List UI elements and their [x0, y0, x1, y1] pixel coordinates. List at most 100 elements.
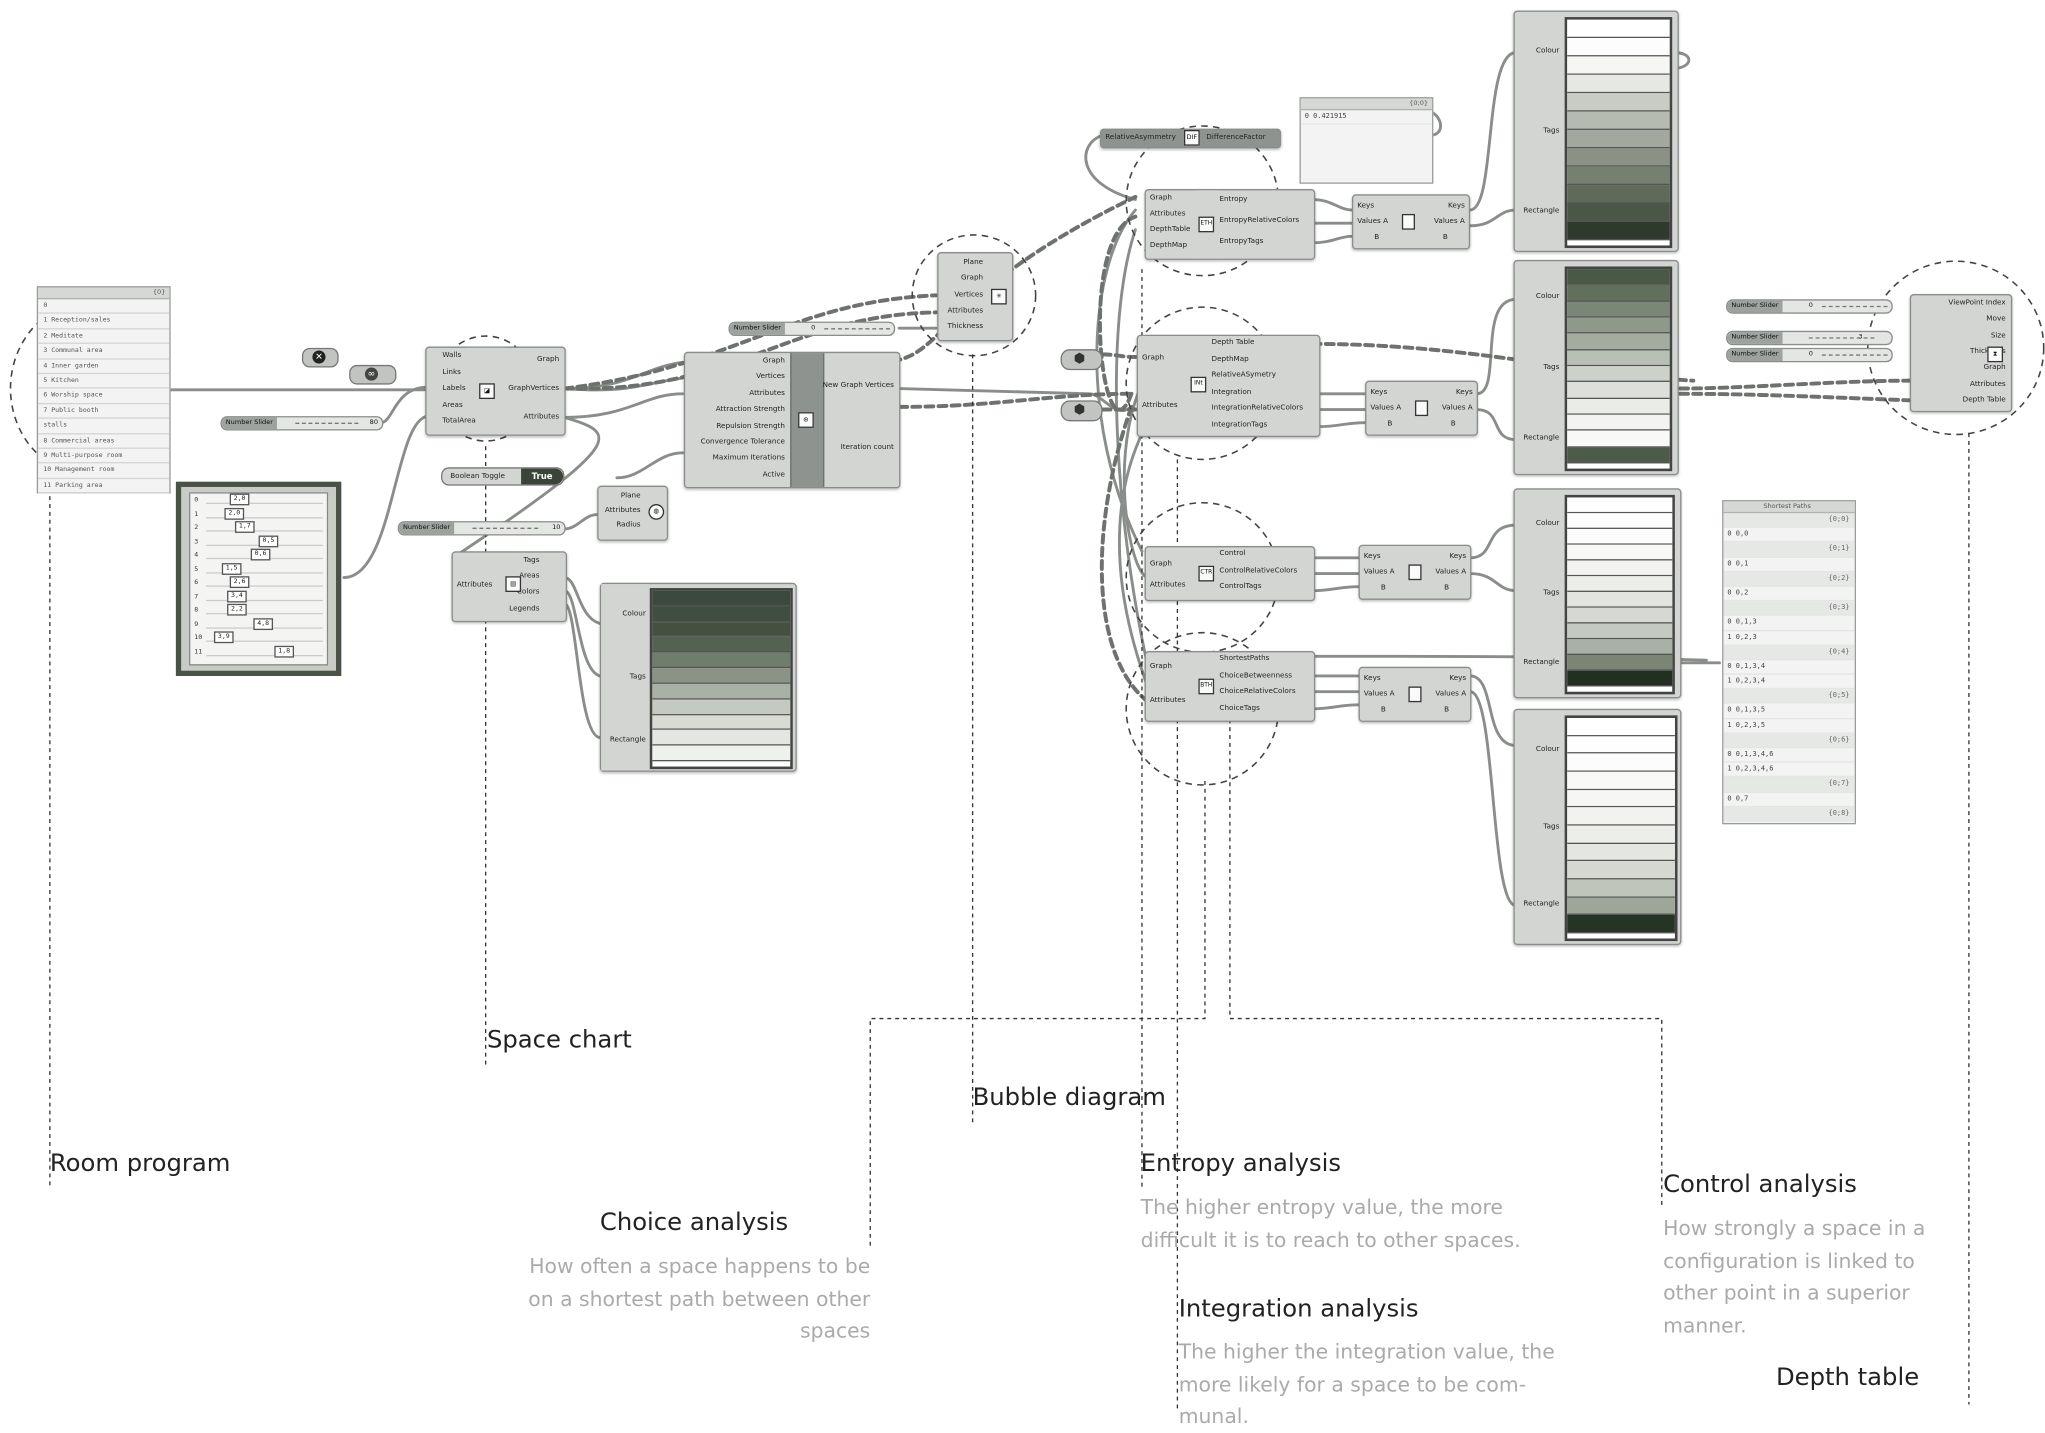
- output-port[interactable]: Attributes: [749, 390, 785, 399]
- swatch-input-port[interactable]: Rectangle: [1523, 435, 1559, 444]
- input-port[interactable]: Attributes: [457, 581, 493, 590]
- input-port[interactable]: Keys: [1357, 202, 1374, 211]
- difference-factor-component[interactable]: RelativeAsymmetry DIF DifferenceFactor: [1100, 129, 1281, 149]
- output-port[interactable]: Keys: [1449, 675, 1466, 684]
- input-port[interactable]: TotalArea: [442, 417, 475, 426]
- output-port[interactable]: Move: [1986, 315, 2005, 324]
- output-port[interactable]: Vertices: [954, 291, 983, 300]
- number-slider-3[interactable]: Number Slider 10: [398, 521, 566, 535]
- input-port[interactable]: Graph: [1142, 354, 1164, 363]
- output-port[interactable]: B: [1444, 584, 1449, 593]
- output-port[interactable]: Attributes: [524, 413, 560, 422]
- output-port[interactable]: Integration: [1212, 388, 1252, 397]
- input-port[interactable]: Attributes: [1150, 210, 1186, 219]
- cancel-param-button[interactable]: ✕: [302, 348, 339, 368]
- output-difference-factor[interactable]: DifferenceFactor: [1206, 134, 1265, 143]
- output-port[interactable]: Repulsion Strength: [716, 422, 785, 431]
- output-port[interactable]: Control: [1219, 550, 1245, 559]
- output-port[interactable]: Tags: [523, 557, 539, 566]
- output-port[interactable]: Attraction Strength: [716, 406, 785, 415]
- output-port[interactable]: Thickness: [947, 323, 983, 332]
- number-slider-6[interactable]: Number Slider 0: [1726, 348, 1893, 362]
- swatch-input-port[interactable]: Tags: [1543, 364, 1559, 373]
- output-port[interactable]: B: [1451, 420, 1456, 429]
- output-port[interactable]: Legends: [509, 605, 539, 614]
- output-port[interactable]: ControlRelativeColors: [1219, 566, 1297, 575]
- number-slider-2[interactable]: Number Slider 0: [728, 322, 895, 336]
- output-port[interactable]: ControlTags: [1219, 583, 1261, 592]
- output-port[interactable]: Vertices: [756, 373, 785, 382]
- output-port[interactable]: ChoiceTags: [1219, 704, 1259, 713]
- output-port[interactable]: IntegrationTags: [1212, 421, 1268, 430]
- output-port[interactable]: Keys: [1449, 553, 1466, 562]
- swatch-input-port[interactable]: Colour: [1536, 48, 1559, 57]
- shortest-paths-panel[interactable]: Shortest Paths {0;0}0 0,0{0;1}0 0,1{0;2}…: [1722, 500, 1856, 824]
- output-port[interactable]: Keys: [1456, 389, 1473, 398]
- number-slider-5[interactable]: Number Slider 3: [1726, 331, 1893, 345]
- input-port[interactable]: Labels: [442, 385, 465, 394]
- input-port[interactable]: Graph: [1150, 194, 1172, 203]
- swatch-input-port[interactable]: Tags: [1543, 823, 1559, 832]
- output-port[interactable]: Maximum Iterations: [713, 455, 785, 464]
- input-port[interactable]: Links: [442, 368, 461, 377]
- output-port[interactable]: RelativeASymetry: [1212, 371, 1276, 380]
- swatch-input-port[interactable]: Rectangle: [610, 736, 646, 745]
- output-port[interactable]: ShortestPaths: [1219, 655, 1269, 664]
- input-port[interactable]: Values A: [1364, 690, 1395, 699]
- output-port[interactable]: Radius: [616, 521, 640, 530]
- swatch-input-port[interactable]: Rectangle: [1523, 207, 1559, 216]
- value-panel[interactable]: {0;0} 0 0.421915: [1299, 97, 1433, 184]
- input-port[interactable]: Values A: [1364, 568, 1395, 577]
- input-port[interactable]: Attributes: [1142, 402, 1178, 411]
- output-port[interactable]: New Graph Vertices: [823, 382, 894, 391]
- output-port[interactable]: Plane: [621, 492, 641, 501]
- output-port[interactable]: Values A: [1435, 568, 1466, 577]
- output-port[interactable]: Areas: [519, 573, 539, 582]
- output-port[interactable]: Graph: [1984, 364, 2006, 373]
- input-port[interactable]: B: [1381, 706, 1386, 715]
- output-port[interactable]: IntegrationRelativeColors: [1212, 404, 1304, 413]
- output-port[interactable]: Iteration count: [841, 444, 894, 453]
- swatch-input-port[interactable]: Colour: [1536, 745, 1559, 754]
- output-port[interactable]: Attributes: [1970, 380, 2006, 389]
- swatch-input-port[interactable]: Tags: [1543, 589, 1559, 598]
- output-port[interactable]: DepthMap: [1212, 355, 1249, 364]
- swatch-input-port[interactable]: Rectangle: [1523, 659, 1559, 668]
- input-port[interactable]: Attributes: [1150, 581, 1186, 590]
- output-port[interactable]: ChoiceRelativeColors: [1219, 688, 1295, 697]
- output-port[interactable]: B: [1443, 234, 1448, 243]
- depth-view-component[interactable]: ViewPoint IndexMoveSizeThicknessGraphAtt…: [1910, 294, 2012, 412]
- link-param-button[interactable]: ∞: [349, 365, 396, 385]
- swatch-input-port[interactable]: Tags: [1543, 127, 1559, 136]
- output-port[interactable]: Entropy: [1219, 196, 1247, 205]
- output-port[interactable]: Depth Table: [1212, 339, 1255, 348]
- output-port[interactable]: ViewPoint Index: [1948, 299, 2005, 308]
- swatch-input-port[interactable]: Colour: [1536, 520, 1559, 529]
- output-port[interactable]: Size: [1991, 332, 2006, 341]
- output-port[interactable]: Convergence Tolerance: [701, 438, 785, 447]
- output-port[interactable]: Values A: [1435, 690, 1466, 699]
- input-port[interactable]: B: [1387, 420, 1392, 429]
- output-port[interactable]: EntropyTags: [1219, 238, 1263, 247]
- output-port[interactable]: Attributes: [605, 507, 641, 516]
- input-port[interactable]: Values A: [1357, 218, 1388, 227]
- output-port[interactable]: ChoiceBetweenness: [1219, 671, 1292, 680]
- output-port[interactable]: Active: [763, 471, 785, 480]
- input-port[interactable]: B: [1374, 234, 1379, 243]
- input-port[interactable]: DepthMap: [1150, 242, 1187, 251]
